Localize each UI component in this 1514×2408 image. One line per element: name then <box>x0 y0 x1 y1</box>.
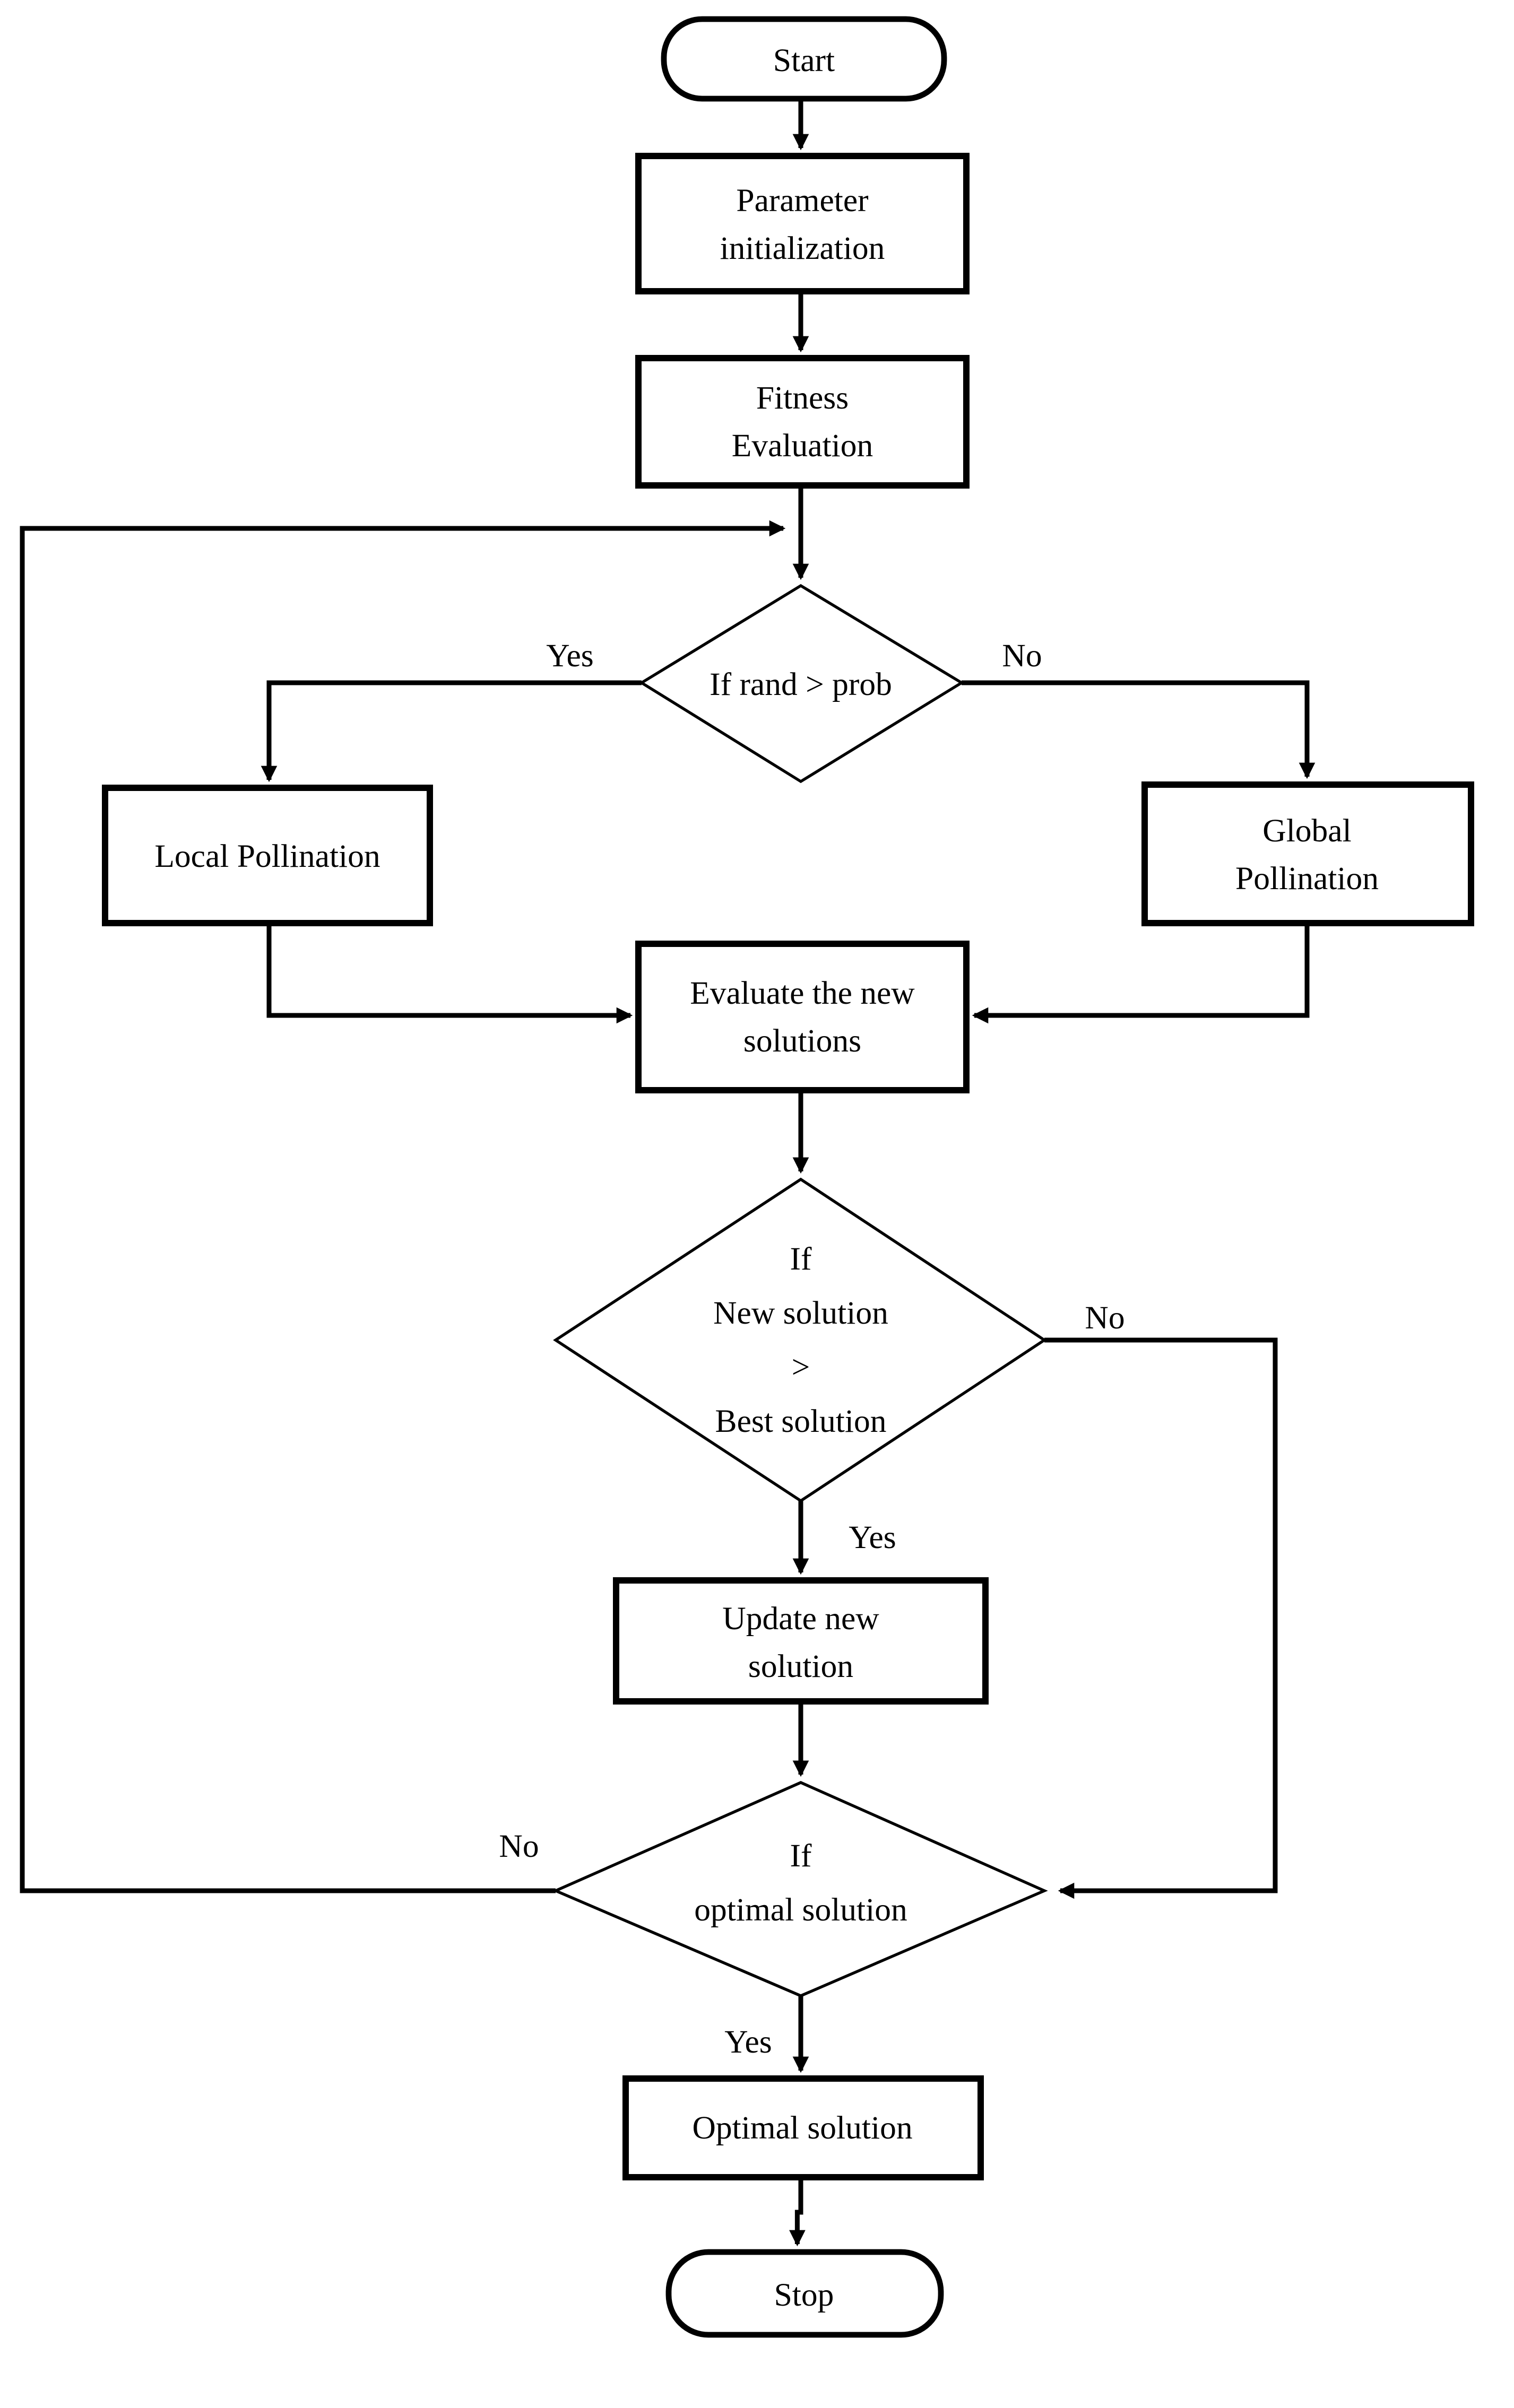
update-new-solution-line1: Update new <box>722 1601 879 1637</box>
optimal-check-diamond <box>552 1781 1048 1997</box>
node-fitness-evaluation: Fitness Evaluation <box>635 355 970 489</box>
edge-loopback-left <box>20 520 786 1893</box>
global-pollination-box <box>1141 781 1474 926</box>
edge-label-rand-no: No <box>1002 638 1042 674</box>
new-vs-best-line3: > <box>792 1349 810 1385</box>
edge-label-optimal-no: No <box>499 1828 539 1864</box>
node-local-pollination: Local Pollination <box>102 785 433 926</box>
new-vs-best-line2: New solution <box>713 1295 888 1331</box>
parameter-initialization-box <box>635 153 970 294</box>
new-vs-best-line1: If <box>790 1241 812 1277</box>
node-global-pollination: Global Pollination <box>1141 781 1474 926</box>
edge-global-to-evaluate <box>972 923 1310 1024</box>
node-new-vs-best-decision: If New solution > Best solution <box>553 1177 1047 1503</box>
optimal-solution-box <box>622 2075 984 2180</box>
rand-prob-label: If rand > prob <box>710 666 892 702</box>
edge-label-new-best-no: No <box>1085 1300 1124 1336</box>
optimal-check-line2: optimal solution <box>694 1892 907 1928</box>
node-start: Start <box>661 16 947 102</box>
fitness-evaluation-box <box>635 355 970 489</box>
node-stop: Stop <box>665 2249 944 2338</box>
stop-label: Stop <box>774 2277 834 2313</box>
node-evaluate-new-solutions: Evaluate the new solutions <box>635 941 970 1093</box>
stop-terminator-shape <box>665 2249 944 2338</box>
update-new-solution-box <box>613 1577 989 1705</box>
start-label: Start <box>773 42 835 79</box>
node-rand-prob-decision: If rand > prob <box>638 584 965 784</box>
fitness-evaluation-line1: Fitness <box>756 380 849 416</box>
edge-label-optimal-yes: Yes <box>724 2024 772 2060</box>
edge-local-to-evaluate <box>266 923 633 1024</box>
local-pollination-box <box>102 785 433 926</box>
evaluate-new-solutions-line2: solutions <box>743 1023 861 1059</box>
start-terminator-shape <box>661 16 947 102</box>
evaluate-new-solutions-line1: Evaluate the new <box>690 975 915 1011</box>
new-vs-best-diamond <box>553 1177 1047 1503</box>
node-optimal-check-decision: If optimal solution <box>552 1781 1048 1997</box>
edge-label-new-best-yes: Yes <box>849 1519 896 1555</box>
node-optimal-solution: Optimal solution <box>622 2075 984 2180</box>
update-new-solution-line2: solution <box>748 1648 853 1684</box>
parameter-initialization-line1: Parameter <box>736 182 868 219</box>
parameter-initialization-line2: initialization <box>720 230 885 266</box>
node-update-new-solution: Update new solution <box>613 1577 989 1705</box>
edge-optimal-box-to-stop <box>789 2177 806 2247</box>
edge-newbest-no-to-optimal-diamond <box>1044 1337 1278 1899</box>
global-pollination-line2: Pollination <box>1235 860 1379 897</box>
node-parameter-initialization: Parameter initialization <box>635 153 970 294</box>
optimal-solution-label: Optimal solution <box>692 2110 912 2146</box>
rand-prob-diamond <box>638 584 965 784</box>
global-pollination-line1: Global <box>1262 813 1351 849</box>
edge-rand-no-to-global <box>962 680 1316 779</box>
edge-rand-yes-to-local <box>261 680 642 783</box>
edge-label-rand-yes: Yes <box>546 638 594 674</box>
new-vs-best-line4: Best solution <box>715 1403 887 1439</box>
local-pollination-label: Local Pollination <box>154 838 380 874</box>
fitness-evaluation-line2: Evaluation <box>732 428 873 464</box>
optimal-check-line1: If <box>790 1838 812 1874</box>
evaluate-new-solutions-box <box>635 941 970 1093</box>
